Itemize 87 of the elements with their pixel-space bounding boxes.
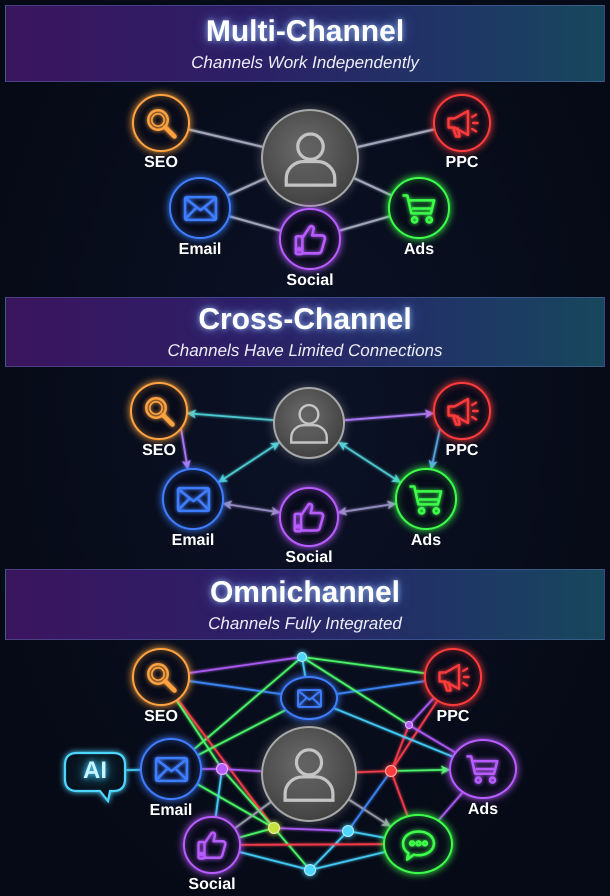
connector-line xyxy=(356,770,386,774)
connector-line xyxy=(194,659,300,750)
channel-circle xyxy=(280,676,338,720)
connector-line xyxy=(239,851,306,870)
channel-label: Ads xyxy=(468,801,498,819)
connector-line xyxy=(177,699,272,824)
channel-label: Email xyxy=(150,802,192,820)
connector-line xyxy=(412,726,456,754)
connector-line xyxy=(306,656,426,674)
connector-line xyxy=(302,661,306,678)
channel-label: Social xyxy=(188,876,236,894)
channel-label: Social xyxy=(285,549,333,567)
connector-line xyxy=(356,128,435,148)
connector-line xyxy=(334,708,454,758)
connector-line xyxy=(201,768,217,770)
bubble-label: AI xyxy=(83,758,107,784)
connector-line xyxy=(410,697,434,723)
connector-line xyxy=(234,801,272,829)
arrow xyxy=(218,442,280,483)
connector-line xyxy=(314,851,386,870)
arrow xyxy=(222,500,280,516)
connector-line xyxy=(313,834,345,867)
connector-line xyxy=(353,177,392,196)
junction-dot-icon xyxy=(342,825,354,837)
header-band xyxy=(5,297,605,367)
connector-line xyxy=(239,828,270,838)
junction-dot-icon xyxy=(216,763,228,775)
arrow xyxy=(428,428,441,470)
junction-dot-icon xyxy=(304,864,316,876)
connector-line xyxy=(227,768,262,772)
header-band xyxy=(5,5,605,82)
connector-line xyxy=(227,177,266,196)
connector-line xyxy=(438,792,464,821)
channel-label: Email xyxy=(172,532,214,550)
channel-label: SEO xyxy=(144,708,178,726)
connector-line xyxy=(214,774,222,818)
arrow xyxy=(396,765,450,774)
connector-line xyxy=(225,772,271,824)
arrow xyxy=(180,428,191,470)
connector-line xyxy=(336,680,426,695)
connector-line xyxy=(277,832,307,866)
section-title: Multi-Channel xyxy=(206,14,404,48)
connector-line xyxy=(126,768,141,772)
arrow xyxy=(344,409,434,422)
connector-line xyxy=(279,827,343,832)
connector-line xyxy=(198,709,286,756)
connector-line xyxy=(176,700,220,765)
section-subtitle: Channels Have Limited Connections xyxy=(168,340,442,361)
channel-label: Ads xyxy=(410,532,442,550)
user-avatar xyxy=(273,387,345,459)
connector-line xyxy=(305,658,407,724)
junction-dot-icon xyxy=(385,765,397,777)
arrow xyxy=(187,409,274,422)
user-avatar xyxy=(261,726,357,822)
connector-line xyxy=(197,784,270,826)
arrow xyxy=(338,500,396,516)
section-subtitle: Channels Fully Integrated xyxy=(208,612,402,634)
section-title: Omnichannel xyxy=(210,576,400,610)
junction-dot-icon xyxy=(297,652,307,662)
channel-label: PPC xyxy=(436,708,470,726)
connector-line xyxy=(392,728,408,766)
header-band xyxy=(5,569,605,640)
connector-line xyxy=(228,215,282,232)
arrow xyxy=(338,442,401,484)
connector-line xyxy=(350,774,388,828)
junction-dot-icon xyxy=(268,822,280,834)
connector-line xyxy=(240,843,384,846)
channel-label: SEO xyxy=(144,154,178,172)
channel-label: PPC xyxy=(446,442,478,460)
connector-line xyxy=(188,680,282,695)
junction-dot-icon xyxy=(405,721,413,729)
section-title: Cross-Channel xyxy=(198,303,412,337)
channel-label: PPC xyxy=(446,154,478,172)
connector-line xyxy=(392,776,408,816)
channel-label: SEO xyxy=(142,442,176,460)
user-avatar xyxy=(261,109,359,207)
channel-label: Email xyxy=(178,241,222,259)
channel-label: Ads xyxy=(404,241,434,259)
arrow xyxy=(348,799,391,827)
connector-line xyxy=(393,700,438,767)
connector-line xyxy=(353,831,385,839)
connector-line xyxy=(188,128,264,148)
connector-line xyxy=(338,215,390,232)
section-subtitle: Channels Work Independently xyxy=(191,52,419,72)
channel-circle xyxy=(383,814,453,874)
connector-line xyxy=(188,656,298,674)
channel-label: Social xyxy=(286,272,334,290)
